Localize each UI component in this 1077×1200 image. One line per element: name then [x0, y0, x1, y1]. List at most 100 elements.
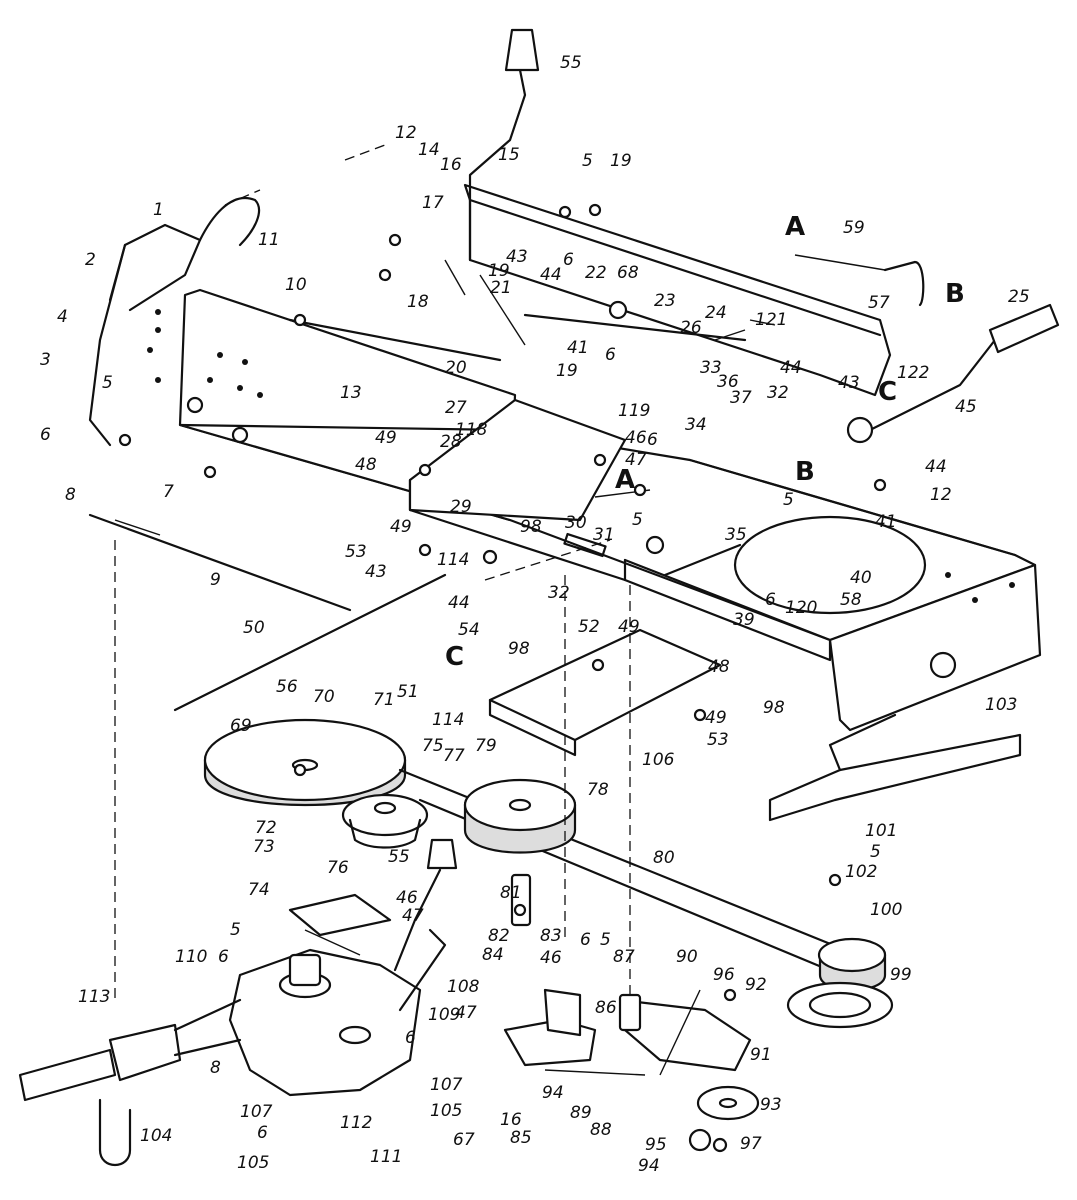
- callout-label: 3: [40, 350, 51, 370]
- callout-label: 114: [437, 550, 469, 570]
- marker-label: C: [878, 377, 897, 407]
- callout-label: 46: [625, 428, 647, 448]
- callout-label: 113: [78, 987, 110, 1007]
- callout-label: 110: [175, 947, 207, 967]
- callout-label: 75: [422, 736, 444, 756]
- callout-label: 5: [600, 930, 611, 950]
- callout-label: 51: [397, 682, 419, 702]
- callout-label: 19: [610, 151, 632, 171]
- marker-label: A: [615, 465, 635, 495]
- callout-label: 91: [750, 1045, 772, 1065]
- callout-label: 55: [388, 847, 410, 867]
- callout-label: 43: [838, 373, 860, 393]
- callout-label: 35: [725, 525, 747, 545]
- callout-label: 25: [1008, 287, 1030, 307]
- callout-label: 47: [402, 906, 424, 926]
- callout-label: 105: [237, 1153, 269, 1173]
- callout-label: 34: [685, 415, 707, 435]
- callout-label: 17: [422, 193, 444, 213]
- callout-label: 27: [445, 398, 467, 418]
- callout-label: 107: [430, 1075, 463, 1095]
- callout-label: 46: [540, 948, 562, 968]
- callout-label: 12: [930, 485, 952, 505]
- callout-label: 5: [230, 920, 241, 940]
- callout-label: 89: [570, 1103, 592, 1123]
- callout-label: 44: [780, 358, 802, 378]
- callout-label: 57: [868, 293, 890, 313]
- callout-label: 98: [763, 698, 785, 718]
- part-9-rod: [88, 513, 352, 612]
- callout-label: 53: [707, 730, 729, 750]
- callout-label: 67: [453, 1130, 475, 1150]
- callout-labels: 55 15 16 14 12 17 11 19 21 18 20 10 13 1…: [40, 53, 1030, 1176]
- part-45-lever: [868, 338, 997, 432]
- part-121-spring: [749, 319, 776, 326]
- marker-label: A: [785, 212, 805, 242]
- callout-label: 112: [340, 1113, 372, 1133]
- part-86-bracket: [543, 988, 582, 1037]
- callout-label: 55: [560, 53, 582, 73]
- pivot-plate: [408, 398, 627, 522]
- part-89-spring: [544, 1069, 646, 1076]
- callout-label: 11: [258, 230, 280, 250]
- callout-label: 49: [390, 517, 412, 537]
- marker-label: B: [795, 457, 815, 487]
- part-79-pulley: [463, 778, 577, 854]
- callout-label: 94: [638, 1156, 660, 1176]
- callout-label: 5: [783, 490, 794, 510]
- callout-label: 53: [345, 542, 367, 562]
- callout-label: 37: [730, 388, 752, 408]
- part-13-rod: [288, 318, 502, 362]
- callout-label: 48: [708, 657, 730, 677]
- callout-label: 88: [590, 1120, 612, 1140]
- callout-label: 56: [276, 677, 298, 697]
- callout-label: 6: [765, 590, 776, 610]
- callout-label: 90: [676, 947, 698, 967]
- callout-label: 10: [285, 275, 307, 295]
- callout-label: 5: [102, 373, 113, 393]
- callout-label: 7: [163, 482, 174, 502]
- callout-label: 98: [508, 639, 530, 659]
- part-59-spring: [794, 254, 886, 271]
- callout-label: 58: [840, 590, 862, 610]
- callout-label: 74: [248, 880, 270, 900]
- callout-label: 49: [705, 708, 727, 728]
- part-23-rod: [523, 313, 747, 342]
- callout-label: 30: [565, 513, 587, 533]
- callout-label: 31: [593, 525, 615, 545]
- callout-label: 118: [455, 420, 488, 440]
- part-87-shaft: [618, 993, 642, 1032]
- callout-label: 47: [455, 1003, 477, 1023]
- callout-label: 32: [548, 583, 570, 603]
- callout-label: 93: [760, 1095, 782, 1115]
- callout-label: 78: [587, 780, 609, 800]
- callout-label: 40: [850, 568, 872, 588]
- callout-label: 43: [506, 247, 528, 267]
- part-104-ubolt: [98, 1098, 132, 1166]
- callout-label: 100: [870, 900, 902, 920]
- part-106-plate: [488, 628, 722, 742]
- callout-label: 73: [253, 837, 275, 857]
- callout-label: 16: [500, 1110, 522, 1130]
- callout-label: 32: [767, 383, 789, 403]
- callout-label: 19: [556, 361, 578, 381]
- part-55-lever: [468, 68, 527, 262]
- part-93-pulley: [696, 1085, 760, 1121]
- part-103-bracket: [768, 733, 1022, 822]
- reference-markers: A B C A B C: [445, 212, 965, 672]
- callout-label: 101: [865, 821, 897, 841]
- callout-label: 69: [230, 716, 252, 736]
- callout-label: 104: [140, 1126, 172, 1146]
- part-24-spring: [714, 329, 746, 341]
- callout-label: 49: [618, 617, 640, 637]
- callout-label: 5: [632, 510, 643, 530]
- callout-label: 52: [578, 617, 600, 637]
- callout-label: 106: [642, 750, 675, 770]
- callout-label: 81: [500, 883, 522, 903]
- callout-label: 20: [445, 358, 467, 378]
- callout-label: 41: [567, 338, 589, 358]
- callout-label: 109: [428, 1005, 460, 1025]
- callout-label: 83: [540, 926, 562, 946]
- callout-label: 5: [582, 151, 593, 171]
- part-55-lower-lever: [393, 868, 442, 972]
